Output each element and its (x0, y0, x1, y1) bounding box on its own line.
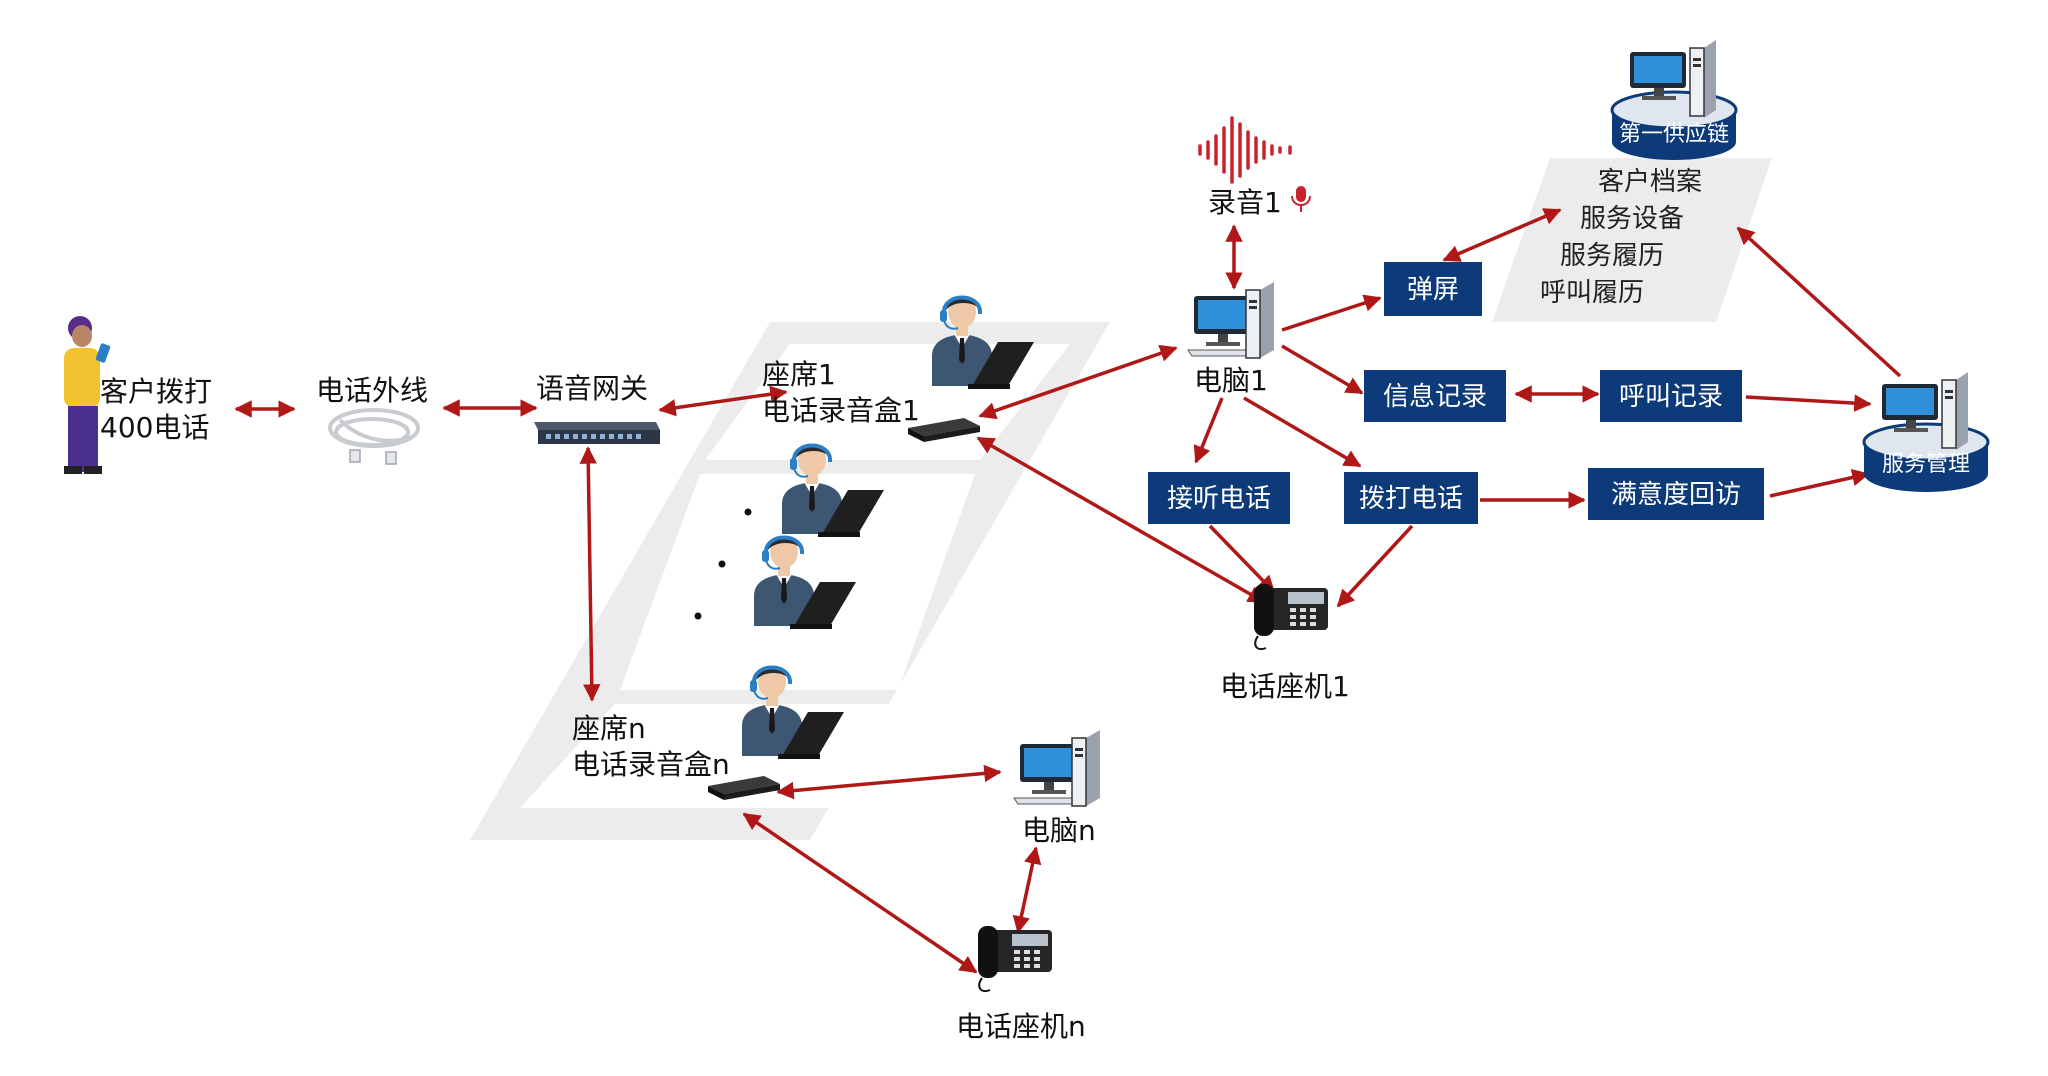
popup-list-item: 呼叫履历 (1540, 278, 1644, 308)
pc1-node: 电脑1 (1187, 281, 1275, 397)
arrow-callrecord-service (1745, 394, 1872, 412)
survey-box: 满意度回访 (1588, 468, 1764, 520)
survey-label: 满意度回访 (1611, 480, 1741, 510)
popup-list-plane (1492, 158, 1772, 322)
arrow-seatn-pcn (776, 764, 1002, 800)
arrow-pc1-popup (1281, 294, 1382, 332)
customer-label-line2: 400电话 (100, 411, 209, 444)
supply-chain-label: 第一供应链 (1619, 122, 1729, 147)
computer-icon (1187, 281, 1275, 359)
service-management-node: 服务管理 (1862, 370, 1990, 494)
computer-icon (1013, 729, 1101, 807)
seatn-label-line2: 电话录音盒n (572, 748, 730, 781)
arrow-seatn-phonen (742, 812, 978, 974)
arrow-seat1-pc1 (978, 344, 1178, 420)
pc1-label: 电脑1 (1194, 364, 1268, 397)
popup-box-label: 弹屏 (1407, 275, 1459, 305)
call-record-label: 呼叫记录 (1619, 382, 1723, 412)
info-record-label: 信息记录 (1383, 382, 1487, 412)
popup-list-item: 服务履历 (1560, 241, 1664, 271)
phone1-node: 电话座机1 (1220, 583, 1350, 703)
arrow-gateway-seat1 (658, 385, 788, 417)
gateway-node: 语音网关 (534, 372, 660, 444)
seat1-node: 座席1 电话录音盒1 (762, 294, 1036, 442)
customer-label-line1: 客户拨打 (100, 375, 212, 408)
ellipsis-dots (694, 508, 752, 620)
answer-call-box: 接听电话 (1148, 472, 1290, 524)
phonen-node: 电话座机n (956, 925, 1086, 1043)
desk-phone-icon (1253, 583, 1329, 651)
popup-box: 弹屏 (1384, 262, 1482, 316)
recording-label: 录音1 (1208, 186, 1282, 219)
seat1-label-line1: 座席1 (762, 358, 836, 391)
arrow-pc1-dial (1243, 396, 1362, 468)
connection-arrows (234, 208, 1902, 974)
switch-icon (534, 422, 660, 444)
popup-list: 客户档案 服务设备 服务履历 呼叫履历 (1540, 167, 1702, 308)
customer-node: 客户拨打 400电话 (64, 316, 212, 474)
seat1-label-line2: 电话录音盒1 (762, 394, 920, 427)
pcn-node: 电脑n (1013, 729, 1101, 847)
line-label: 电话外线 (316, 374, 428, 407)
pcn-label: 电脑n (1022, 814, 1096, 847)
answer-call-label: 接听电话 (1167, 484, 1271, 514)
arrow-seat1-phone1 (976, 436, 1266, 604)
phonen-label: 电话座机n (956, 1010, 1086, 1043)
recording-node: 录音1 (1198, 116, 1311, 219)
popup-list-item: 服务设备 (1580, 204, 1684, 234)
arrow-pc1-info (1281, 344, 1364, 395)
arrow-gateway-seatn (579, 446, 601, 702)
phone1-label: 电话座机1 (1220, 670, 1350, 703)
line-node: 电话外线 (316, 374, 428, 465)
arrow-pc1-answer (1193, 397, 1224, 464)
arrow-popup-list (1442, 208, 1562, 262)
service-management-label: 服务管理 (1882, 452, 1970, 477)
arrow-answer-phone1 (1208, 524, 1276, 594)
microphone-icon (1291, 186, 1311, 212)
cable-icon (328, 408, 420, 465)
desk-phone-icon (977, 925, 1053, 993)
dial-call-box: 拨打电话 (1344, 472, 1478, 524)
seatn-label-line1: 座席n (572, 712, 646, 745)
supply-chain-node: 第一供应链 (1610, 38, 1738, 162)
soundwave-icon (1198, 116, 1292, 184)
arrow-survey-service (1769, 468, 1870, 498)
dial-call-label: 拨打电话 (1359, 484, 1463, 514)
arrow-pcn-phonen (1012, 846, 1042, 934)
seatn-node: 座席n 电话录音盒n (572, 664, 846, 800)
info-record-box: 信息记录 (1364, 370, 1506, 422)
arrow-service-list (1736, 226, 1902, 378)
arrow-dial-phone1 (1336, 524, 1414, 608)
popup-list-item: 客户档案 (1598, 167, 1702, 197)
call-record-box: 呼叫记录 (1600, 370, 1742, 422)
person-phone-icon (64, 316, 111, 474)
gateway-label: 语音网关 (536, 372, 648, 405)
